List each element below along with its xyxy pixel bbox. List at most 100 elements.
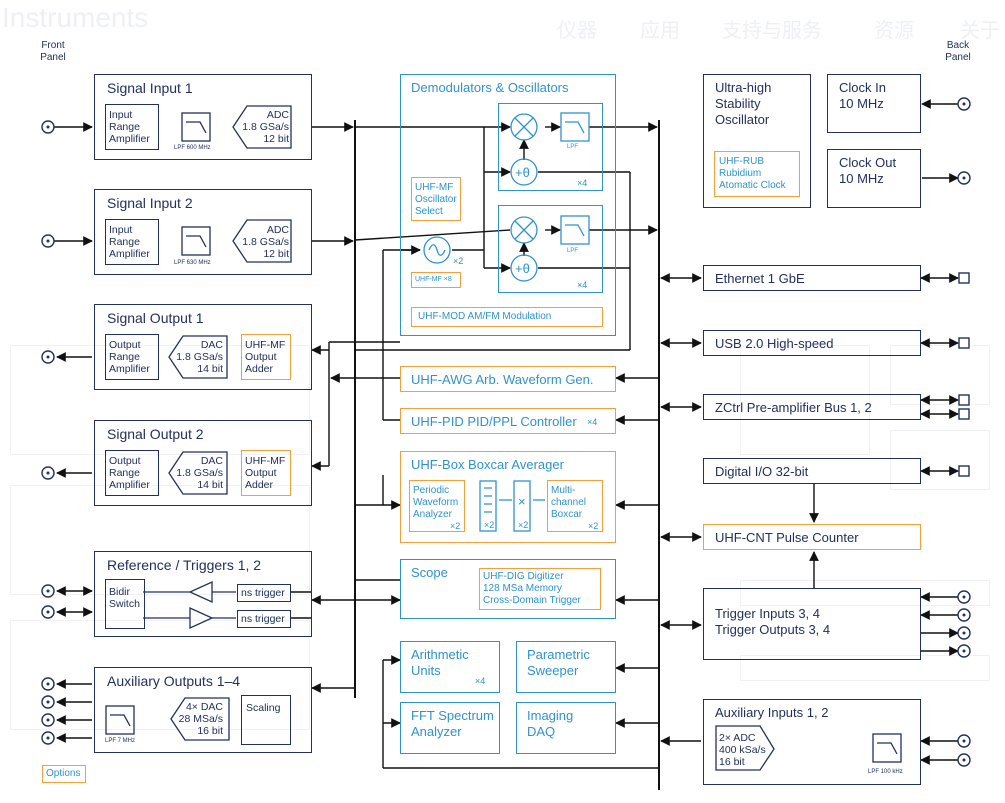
bg-ghost-box: [10, 485, 310, 595]
aux-inputs-block: Auxiliary Inputs 1, 2 2× ADC 400 kSa/s 1…: [703, 699, 921, 785]
ethernet-block: Ethernet 1 GbE: [703, 265, 921, 291]
fft-line: FFT Spectrum: [411, 708, 494, 723]
dac-line: DAC: [200, 455, 223, 467]
bg-ghost-box: [740, 580, 990, 606]
uhf-mf-output-adder: UHF-MF Output Adder: [241, 450, 291, 496]
bidir-switch: Bidir Switch: [105, 579, 145, 629]
options-legend: Options: [42, 765, 86, 783]
aux-in-adc-line: 400 kSa/s: [719, 744, 766, 756]
adder-line: Output: [245, 351, 277, 363]
dac-line: 16 bit: [197, 725, 223, 737]
aux-in-adc-line: 2× ADC: [719, 732, 756, 744]
input-range-amplifier: Input Range Amplifier: [105, 219, 159, 265]
pwa-x2: ×2: [450, 521, 461, 531]
uhf-box-block: UHF-Box Boxcar Averager Periodic Wavefor…: [400, 451, 616, 543]
demod-oscillators-block: Demodulators & Oscillators LPF ×4 LPF ×4…: [400, 74, 616, 336]
daq-line: Imaging: [527, 708, 574, 723]
amp-line: Amplifier: [109, 479, 150, 491]
integrator-x2: ×2: [484, 520, 495, 530]
pwa-line: Waveform: [413, 497, 459, 508]
clock-out-line: 10 MHz: [839, 171, 884, 186]
bg-ghost-box: [890, 430, 990, 490]
dig-line: UHF-DIG Digitizer: [483, 571, 564, 582]
demod-lpf-label: LPF: [567, 144, 579, 150]
signal-output-2-title: Signal Output 2: [107, 426, 204, 442]
usb-block: USB 2.0 High-speed: [703, 330, 921, 356]
uhf-pid-block: UHF-PID PID/PPL Controller ×4: [400, 408, 616, 434]
scaling-label: Scaling: [246, 702, 281, 714]
output-range-amplifier: Output Range Amplifier: [105, 334, 159, 380]
demod-x4: ×4: [577, 178, 588, 188]
signal-output-1-title: Signal Output 1: [107, 310, 204, 326]
dio-label: Digital I/O 32-bit: [715, 464, 809, 479]
dac-line: 14 bit: [197, 479, 223, 491]
triggers-line: Trigger Inputs 3, 4: [715, 606, 821, 621]
periodic-waveform-analyzer: Periodic Waveform Analyzer ×2: [409, 480, 465, 532]
clock-out-line: Clock Out: [839, 155, 897, 170]
rub-line: Rubidium: [719, 168, 762, 179]
demod-title: Demodulators & Oscillators: [411, 80, 569, 95]
uhf-mf-oscillator-select: UHF-MF Oscillator Select: [411, 177, 461, 221]
aux-in-adc-line: 16 bit: [719, 756, 745, 768]
signal-input-2-block: Signal Input 2 Input Range Amplifier LPF…: [94, 189, 312, 275]
phase-1: +θ: [515, 165, 530, 180]
awg-label: UHF-AWG Arb. Waveform Gen.: [411, 372, 594, 387]
adc-line: 1.8 GSa/s: [242, 236, 289, 248]
rub-line: UHF-RUB: [719, 156, 764, 167]
amp-line: Range: [109, 236, 140, 248]
osc-hs-line: Stability: [715, 96, 761, 111]
uhf-mod-label: UHF-MOD AM/FM Modulation: [418, 311, 552, 322]
trig-label: ns trigger: [241, 587, 285, 599]
triggers-line: Trigger Outputs 3, 4: [715, 622, 831, 637]
demod-x4: ×4: [577, 280, 588, 290]
bg-brand: Instruments: [2, 2, 149, 33]
adc-line: 1.8 GSa/s: [242, 121, 289, 133]
scope-block: Scope UHF-DIG Digitizer 128 MSa Memory C…: [400, 559, 616, 619]
arithmetic-units-block: Arithmetic Units ×4: [400, 641, 500, 693]
bg-nav-1: 仪器: [557, 20, 597, 42]
bg-ghost-box: [740, 345, 870, 455]
amp-line: Amplifier: [109, 133, 150, 145]
sweeper-line: Sweeper: [527, 663, 579, 678]
adc-line: ADC: [266, 109, 289, 121]
signal-output-2-block: Signal Output 2 Output Range Amplifier D…: [94, 420, 312, 506]
lpf-label: LPF 600 MHz: [174, 145, 211, 151]
multi-line: Multi-: [551, 485, 576, 496]
multi-line: channel: [551, 497, 587, 508]
bg-ghost-box: [10, 345, 310, 455]
osc-x2: ×2: [453, 256, 464, 266]
reference-triggers-block: Reference / Triggers 1, 2 Bidir Switch n…: [94, 551, 312, 637]
options-legend-label: Options: [46, 768, 81, 779]
sweeper-line: Parametric: [527, 647, 590, 662]
amp-line: Input: [109, 224, 133, 236]
uhf-mf-output-adder: UHF-MF Output Adder: [241, 334, 291, 380]
amp-line: Output: [109, 455, 141, 467]
demod-unit-1: LPF ×4: [498, 103, 603, 191]
bg-nav-3: 支持与服务: [722, 20, 822, 42]
imaging-daq-block: Imaging DAQ: [516, 702, 616, 754]
uhf-dig-block: UHF-DIG Digitizer 128 MSa Memory Cross-D…: [479, 568, 601, 610]
adc-line: ADC: [266, 224, 289, 236]
amp-line: Range: [109, 467, 140, 479]
input-range-amplifier: Input Range Amplifier: [105, 104, 159, 150]
lpf-label: LPF 7 MHz: [105, 738, 136, 744]
lpf-label: LPF 630 MHz: [174, 260, 211, 266]
ethernet-label: Ethernet 1 GbE: [715, 271, 805, 286]
signal-input-1-block: Signal Input 1 Input Range Amplifier LPF…: [94, 74, 312, 160]
bg-nav-4: 资源: [874, 20, 914, 42]
osc-select-line: Select: [415, 206, 443, 217]
parametric-sweeper-block: Parametric Sweeper: [516, 641, 616, 693]
adder-line: Output: [245, 467, 277, 479]
ultra-high-stability-oscillator: Ultra-high Stability Oscillator UHF-RUB …: [703, 74, 811, 208]
demod-lpf-label: LPF: [567, 248, 579, 254]
bg-nav-2: 应用: [640, 20, 680, 42]
multiplier-x2: ×2: [518, 520, 529, 530]
fft-spectrum-analyzer-block: FFT Spectrum Analyzer: [400, 702, 500, 754]
usb-label: USB 2.0 High-speed: [715, 336, 834, 351]
reference-title: Reference / Triggers 1, 2: [107, 557, 262, 573]
uhf-mod-block: UHF-MOD AM/FM Modulation: [411, 307, 603, 327]
aux-in-title: Auxiliary Inputs 1, 2: [715, 705, 829, 720]
